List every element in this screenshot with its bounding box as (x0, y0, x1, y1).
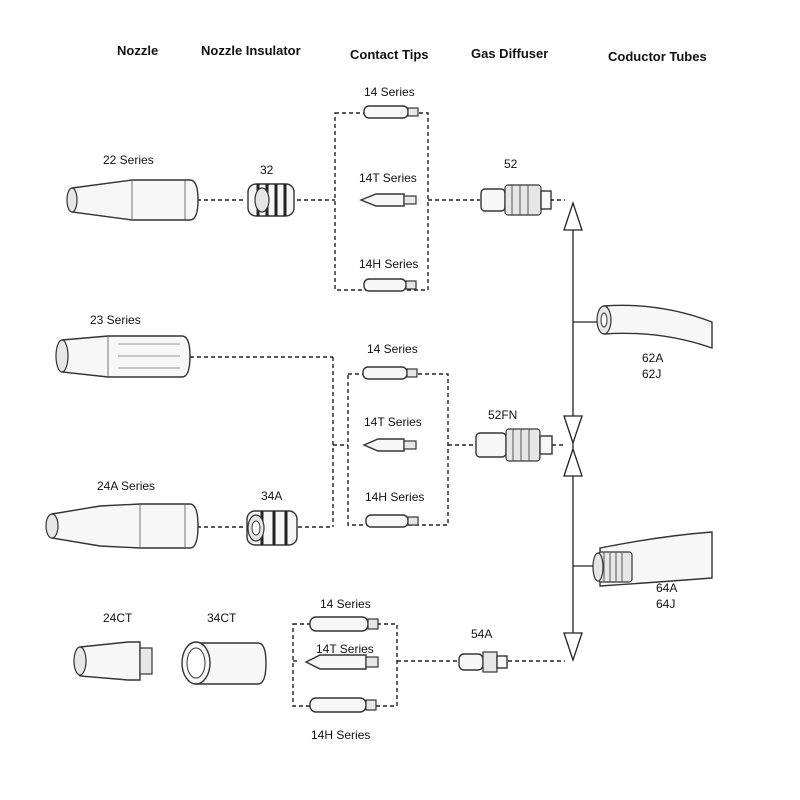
arrow-up-top (563, 200, 583, 231)
nozzle-23-series (55, 335, 191, 378)
label-g1-14h-series: 14H Series (359, 257, 418, 271)
label-34ct: 34CT (207, 611, 237, 625)
insulator-34ct (181, 641, 267, 685)
tip-g1-14-series (363, 105, 419, 119)
label-g2-14-series: 14 Series (367, 342, 418, 356)
label-62a: 62A (642, 351, 663, 365)
label-22-series: 22 Series (103, 153, 154, 167)
label-52: 52 (504, 157, 518, 171)
tip-g3-14h-series (309, 697, 377, 713)
tip-g1-14t-series (359, 193, 417, 207)
label-g3-14h-series: 14H Series (311, 728, 370, 742)
label-64j: 64J (656, 597, 675, 611)
label-64a: 64A (656, 581, 677, 595)
tube-connector-arrows (563, 200, 602, 663)
label-24ct: 24CT (103, 611, 133, 625)
insulator-32 (247, 183, 295, 217)
arrow-down-bottom (563, 632, 583, 663)
label-g1-14-series: 14 Series (364, 85, 415, 99)
label-62j: 62J (642, 367, 661, 381)
tip-g2-14h-series (365, 514, 419, 528)
tip-g1-14h-series (363, 278, 417, 292)
tip-g3-14t-series (304, 654, 379, 670)
insulator-34a (246, 510, 298, 546)
gas-diffuser-54a (458, 651, 508, 673)
arrow-down-mid (563, 415, 583, 446)
label-34a: 34A (261, 489, 282, 503)
gas-diffuser-52fn (475, 428, 553, 462)
label-54a: 54A (471, 627, 492, 641)
nozzle-24ct (73, 641, 153, 681)
label-24a-series: 24A Series (97, 479, 155, 493)
tip-g2-14t-series (362, 438, 417, 452)
label-23-series: 23 Series (90, 313, 141, 327)
label-g2-14h-series: 14H Series (365, 490, 424, 504)
label-g3-14t-series: 14T Series (316, 642, 374, 656)
nozzle-24a-series (45, 503, 199, 549)
conductor-tube-62a-62j (596, 304, 713, 349)
tip-g2-14-series (362, 366, 418, 380)
gas-diffuser-52 (480, 184, 552, 216)
tip-g3-14-series (309, 616, 379, 632)
arrow-up-mid (563, 446, 583, 477)
header-conductor-tubes: Coductor Tubes (608, 49, 707, 64)
label-g1-14t-series: 14T Series (359, 171, 417, 185)
label-52fn: 52FN (488, 408, 517, 422)
header-gas-diffuser: Gas Diffuser (471, 46, 548, 61)
header-nozzle: Nozzle (117, 43, 158, 58)
nozzle-22-series (66, 179, 199, 221)
conductor-tube-64a-64j (592, 531, 713, 587)
label-g3-14-series: 14 Series (320, 597, 371, 611)
header-contact-tips: Contact Tips (350, 47, 429, 62)
label-32: 32 (260, 163, 274, 177)
header-nozzle-insulator: Nozzle Insulator (201, 43, 301, 58)
label-g2-14t-series: 14T Series (364, 415, 422, 429)
